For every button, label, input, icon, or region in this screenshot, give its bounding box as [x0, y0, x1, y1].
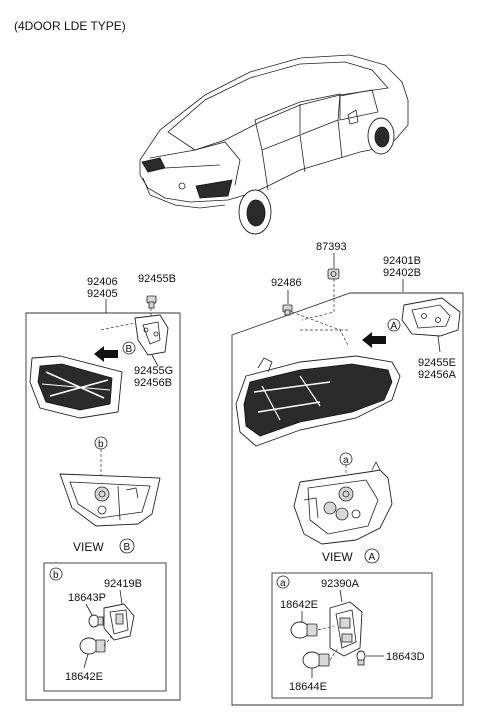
right-part-no-bottom: 92402B — [383, 267, 421, 279]
right-socket-icon — [329, 601, 363, 657]
right-screw-label: 92486 — [271, 277, 302, 289]
right-cover-label-2: 92456A — [418, 369, 457, 381]
left-part-no-top: 92406 — [87, 276, 118, 288]
left-bulb-large-label: 18642E — [65, 671, 103, 683]
right-bulb-left-icon — [290, 621, 318, 639]
right-nut-icon — [327, 268, 340, 280]
right-cover-plate-icon — [401, 297, 461, 337]
right-view-housing-icon — [293, 461, 393, 545]
right-view-label: VIEW — [322, 550, 353, 564]
right-direction-arrow-icon — [362, 332, 386, 348]
left-socket-label: 92419B — [104, 578, 142, 590]
right-part-no-top: 92401B — [383, 255, 421, 267]
left-cover-plate-icon — [134, 314, 169, 356]
left-direction-arrow-icon — [94, 346, 118, 362]
right-bulb-bottom-label: 18644E — [289, 681, 327, 693]
left-lamp-group: 92406 92405 92455B 92455G 92456B B — [25, 273, 181, 701]
left-inset-marker: b — [53, 570, 59, 581]
left-part-no-bottom: 92405 — [87, 288, 118, 300]
right-view-marker: A — [369, 552, 376, 563]
left-view-marker: B — [124, 542, 131, 553]
left-cover-label-2: 92456B — [134, 377, 172, 389]
left-view-label: VIEW — [73, 540, 104, 554]
left-inset-box — [43, 562, 167, 692]
left-detail-marker: b — [98, 439, 104, 450]
left-bulb-small-icon — [88, 614, 104, 628]
right-detail-marker: a — [343, 455, 349, 466]
right-bulb-bottom-icon — [302, 651, 330, 669]
right-bulb-left-label: 18642E — [280, 599, 318, 611]
left-bulb-large-icon — [79, 637, 106, 655]
right-screw-icon — [282, 304, 293, 316]
left-screw-icon — [146, 295, 157, 309]
left-inner-lamp-icon — [29, 355, 123, 419]
right-inset-box — [271, 572, 433, 699]
right-outer-lamp-icon — [235, 355, 401, 447]
right-bulb-small-icon — [356, 650, 366, 666]
right-socket-label: 92390A — [321, 578, 360, 590]
right-nut-label: 87393 — [316, 241, 347, 253]
right-lamp-group: 87393 92401B 92402B 92486 92455E 9 — [231, 241, 464, 706]
left-bulb-small-label: 18643P — [68, 592, 106, 604]
right-bulb-small-label: 18643D — [386, 651, 425, 663]
right-cover-label-1: 92455E — [418, 357, 456, 369]
left-screw-label: 92455B — [138, 273, 176, 285]
car-illustration — [139, 54, 409, 235]
left-cover-label-1: 92455G — [134, 365, 173, 377]
left-ref-marker: B — [126, 344, 133, 355]
diagram-title: (4DOOR LDE TYPE) — [14, 19, 126, 33]
right-ref-marker: A — [391, 321, 398, 332]
left-view-housing-icon — [59, 473, 161, 527]
right-inset-marker: a — [280, 578, 286, 589]
left-socket-icon — [103, 603, 135, 641]
